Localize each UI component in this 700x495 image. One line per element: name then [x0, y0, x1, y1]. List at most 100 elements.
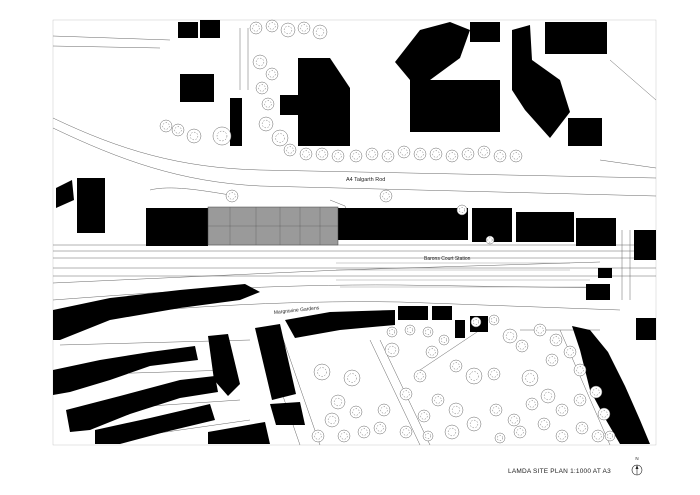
- tree-canopy-inner: [389, 329, 395, 335]
- tree-canopy-inner: [518, 342, 526, 350]
- tree-canopy-inner: [491, 317, 497, 323]
- tree-canopy-inner: [516, 428, 524, 436]
- tree-canopy-inner: [490, 370, 498, 378]
- plan-caption: LAMDA SITE PLAN 1:1000 AT A3: [508, 468, 611, 475]
- tree-canopy-inner: [543, 391, 553, 401]
- tree-canopy-inner: [283, 25, 293, 35]
- tree-canopy-inner: [434, 396, 442, 404]
- tree-canopy-inner: [420, 412, 428, 420]
- tree-canopy-inner: [487, 237, 493, 243]
- tree-canopy-inner: [552, 336, 560, 344]
- tree-canopy-inner: [536, 326, 544, 334]
- tree-canopy-inner: [548, 356, 556, 364]
- tree-canopy-inner: [448, 152, 456, 160]
- tree-canopy-inner: [441, 337, 447, 343]
- tree-canopy-inner: [407, 327, 413, 333]
- station-platform-lines: [336, 262, 590, 288]
- tree-canopy-inner: [275, 133, 285, 143]
- tree-canopy-inner: [380, 406, 388, 414]
- tree-canopy-inner: [268, 22, 276, 30]
- tree-canopy-inner: [347, 373, 357, 383]
- tree-canopy-inner: [510, 416, 518, 424]
- gardens-label: Margravine Gardens: [274, 305, 320, 316]
- trees: [159, 19, 616, 444]
- tree-canopy-inner: [261, 119, 271, 129]
- tree-canopy-inner: [432, 150, 440, 158]
- tree-canopy-inner: [600, 410, 608, 418]
- road-lines: [52, 28, 657, 446]
- tree-canopy-inner: [402, 390, 410, 398]
- tree-canopy-inner: [416, 372, 424, 380]
- tree-canopy-inner: [352, 152, 360, 160]
- tree-canopy-inner: [384, 152, 392, 160]
- tree-canopy-inner: [592, 388, 600, 396]
- tree-canopy-inner: [376, 424, 384, 432]
- tree-canopy-inner: [402, 428, 410, 436]
- tree-canopy-inner: [492, 406, 500, 414]
- tree-canopy-inner: [340, 432, 348, 440]
- tree-canopy-inner: [252, 24, 260, 32]
- tree-canopy-inner: [327, 415, 337, 425]
- tree-canopy-inner: [258, 84, 266, 92]
- tree-canopy-inner: [416, 150, 424, 158]
- tree-canopy-inner: [607, 433, 613, 439]
- road-label: A4 Talgarth Rod: [346, 177, 385, 183]
- tree-canopy-inner: [452, 362, 460, 370]
- tree-canopy-inner: [352, 408, 360, 416]
- tree-canopy-inner: [576, 366, 584, 374]
- tree-canopy-inner: [473, 319, 479, 325]
- tree-canopy-inner: [382, 192, 390, 200]
- tree-canopy-inner: [333, 397, 343, 407]
- north-letter: N: [635, 456, 639, 461]
- tree-canopy-inner: [464, 150, 472, 158]
- tree-canopy-inner: [428, 348, 436, 356]
- station-label: Barons Court Station: [424, 256, 471, 262]
- tree-canopy-inner: [216, 130, 228, 142]
- tree-canopy-inner: [360, 428, 368, 436]
- tree-canopy-inner: [315, 27, 325, 37]
- lamda-site: [207, 206, 339, 246]
- tree-canopy-inner: [255, 57, 265, 67]
- tree-canopy-inner: [451, 405, 461, 415]
- tree-canopy-inner: [268, 70, 276, 78]
- tree-canopy-inner: [525, 373, 535, 383]
- tree-canopy-inner: [496, 152, 504, 160]
- tree-canopy-inner: [447, 427, 457, 437]
- tree-canopy-inner: [469, 371, 479, 381]
- tree-canopy-inner: [469, 419, 479, 429]
- tree-canopy-inner: [497, 435, 503, 441]
- tree-canopy-inner: [558, 432, 566, 440]
- tree-canopy-inner: [228, 192, 236, 200]
- tree-canopy-inner: [314, 432, 322, 440]
- buildings-south: [53, 208, 656, 444]
- tree-canopy-inner: [512, 152, 520, 160]
- tree-canopy-inner: [558, 406, 566, 414]
- tree-canopy-inner: [594, 432, 602, 440]
- tree-canopy-inner: [480, 148, 488, 156]
- tree-canopy-inner: [576, 396, 584, 404]
- tree-canopy-inner: [425, 433, 431, 439]
- tree-canopy-inner: [334, 152, 342, 160]
- tree-canopy-inner: [425, 329, 431, 335]
- tree-canopy-inner: [318, 150, 326, 158]
- buildings-north: [56, 20, 607, 233]
- tree-canopy-inner: [578, 424, 586, 432]
- tree-canopy-inner: [264, 100, 272, 108]
- north-arrow: N: [630, 456, 644, 480]
- tree-canopy-inner: [162, 122, 170, 130]
- tree-canopy-inner: [317, 367, 327, 377]
- tree-canopy-inner: [400, 148, 408, 156]
- tree-canopy-inner: [528, 400, 536, 408]
- tree-canopy-inner: [286, 146, 294, 154]
- tree-canopy-inner: [368, 150, 376, 158]
- north-arrow-icon: [631, 464, 643, 476]
- tree-canopy-inner: [459, 207, 465, 213]
- tree-canopy-inner: [302, 150, 310, 158]
- tree-canopy-inner: [387, 345, 397, 355]
- tree-canopy-inner: [174, 126, 182, 134]
- tree-canopy-inner: [505, 331, 515, 341]
- tree-canopy-inner: [540, 420, 548, 428]
- tree-canopy-inner: [300, 24, 308, 32]
